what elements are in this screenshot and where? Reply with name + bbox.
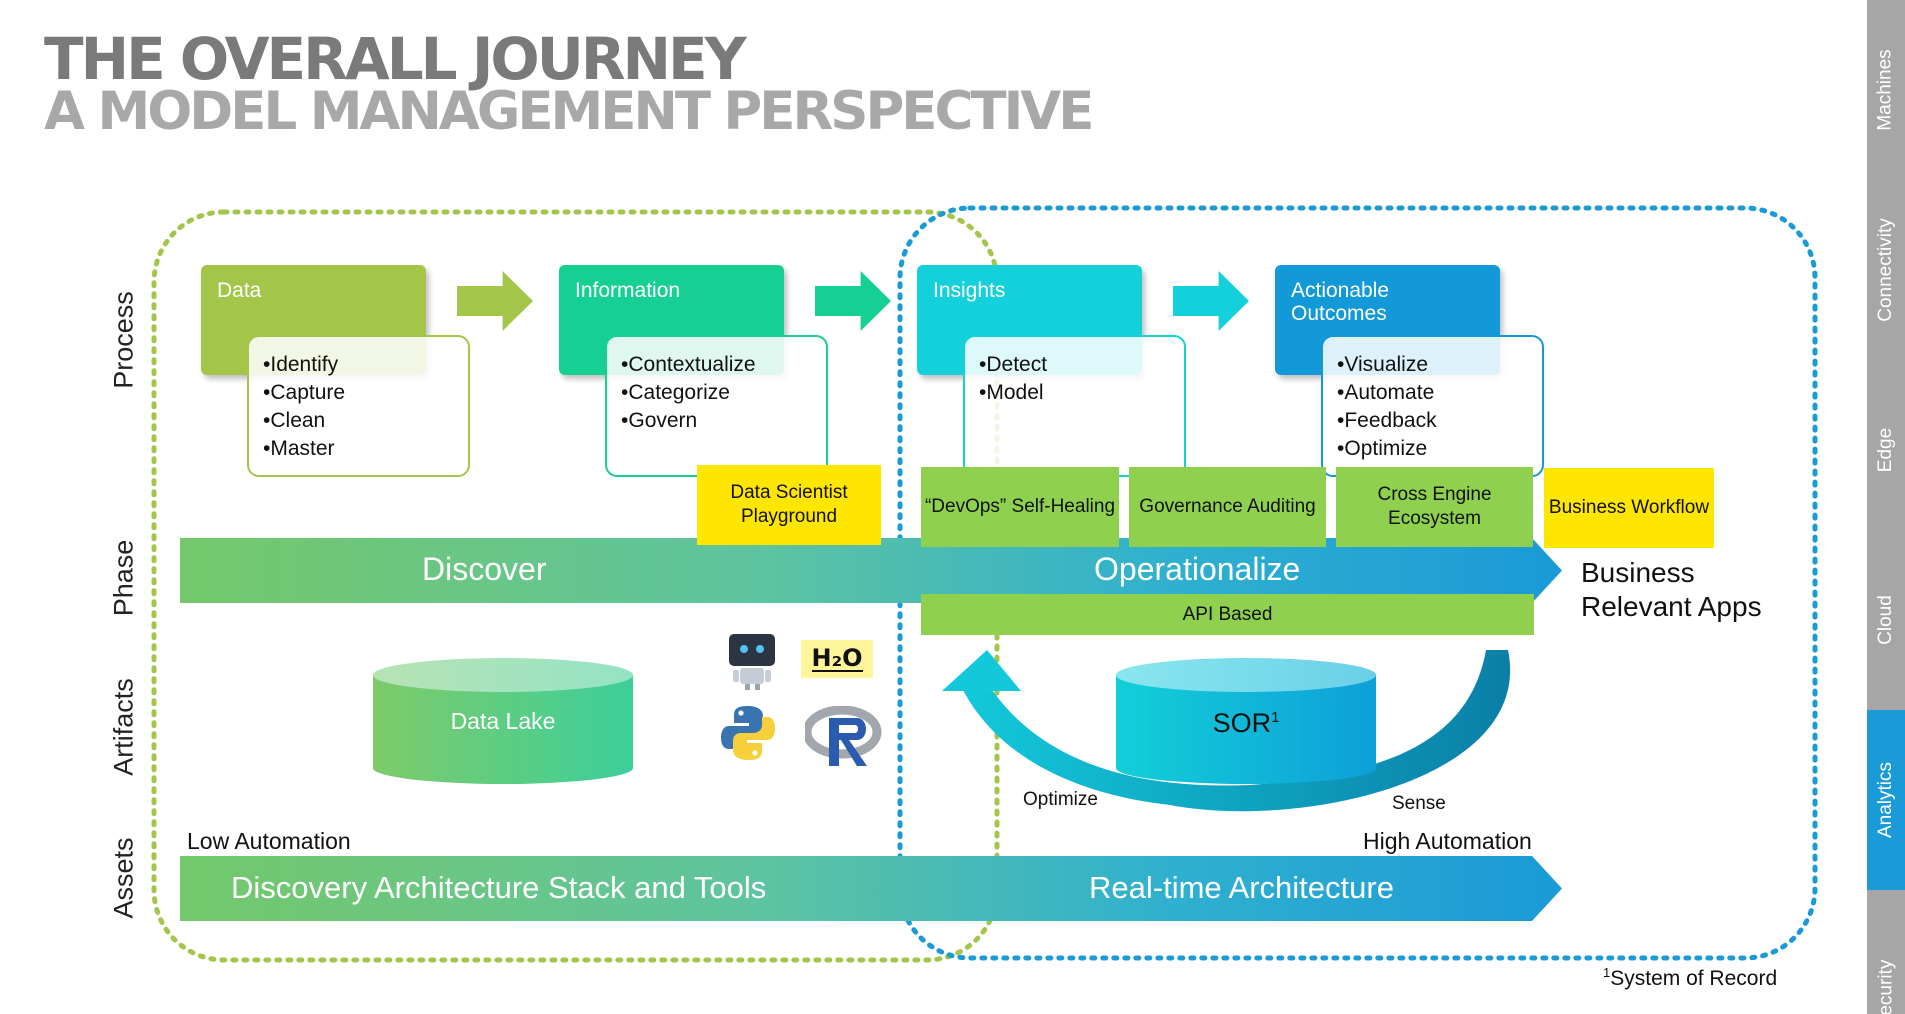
tag-data-scientist-playground: Data Scientist Playground	[697, 465, 881, 545]
list-item: Clean	[263, 407, 454, 435]
stage-insights-bullets: Detect Model	[963, 335, 1186, 477]
list-item: Master	[263, 435, 454, 463]
list-item: Contextualize	[621, 351, 812, 379]
list-item: Model	[979, 379, 1170, 407]
page-title: THE OVERALL JOURNEY	[44, 25, 747, 93]
list-item: Categorize	[621, 379, 812, 407]
list-item: Visualize	[1337, 351, 1528, 379]
data-lake-label: Data Lake	[450, 708, 556, 734]
nav-tab-cloud[interactable]: Cloud	[1875, 595, 1896, 645]
cycle-sense-label: Sense	[1392, 793, 1446, 814]
data-lake-cylinder: Data Lake	[373, 658, 633, 784]
arrow-right-icon	[815, 271, 891, 331]
phase-discover-label: Discover	[422, 551, 547, 587]
list-item: Govern	[621, 407, 812, 435]
assets-realtime-label: Real-time Architecture	[1089, 870, 1394, 905]
tag-api-based: API Based	[921, 594, 1534, 635]
low-automation-label: Low Automation	[187, 828, 351, 854]
nav-tab-connectivity[interactable]: Connectivity	[1875, 218, 1896, 322]
nav-tab-analytics[interactable]: Analytics	[1867, 710, 1905, 890]
nav-tab-machines[interactable]: Machines	[1875, 49, 1897, 131]
footnote: 1System of Record	[1603, 965, 1778, 990]
assets-discovery-label: Discovery Architecture Stack and Tools	[231, 870, 767, 905]
arrow-right-icon	[457, 271, 533, 331]
cycle-arrow-head	[942, 650, 1021, 691]
page-subtitle: A MODEL MANAGEMENT PERSPECTIVE	[44, 81, 1095, 142]
cycle-optimize-label: Optimize	[1023, 789, 1098, 810]
stage-information-bullets: Contextualize Categorize Govern	[605, 335, 828, 477]
list-item: Optimize	[1337, 435, 1528, 463]
robot-icon	[729, 634, 775, 690]
stage-actionable-outcomes-bullets: Visualize Automate Feedback Optimize	[1321, 335, 1544, 477]
high-automation-label: High Automation	[1363, 828, 1532, 854]
assets-band: Discovery Architecture Stack and Tools R…	[180, 856, 1562, 921]
list-item: Feedback	[1337, 407, 1528, 435]
phase-band: Discover Operationalize	[180, 538, 1562, 603]
stage-data-bullets: Identify Capture Clean Master	[247, 335, 470, 477]
sor-label: SOR1	[1212, 708, 1280, 738]
business-relevant-apps-label: Business Relevant Apps	[1581, 557, 1762, 622]
arrow-right-icon	[1173, 271, 1249, 331]
list-item: Capture	[263, 379, 454, 407]
list-item: Automate	[1337, 379, 1528, 407]
section-nav: Machines Connectivity Edge Cloud Analyti…	[1867, 0, 1905, 1014]
tag-business-workflow: Business Workflow	[1544, 468, 1714, 548]
nav-tab-security[interactable]: Security	[1875, 959, 1897, 1014]
h2o-logo: H₂O	[801, 640, 873, 678]
nav-tab-edge[interactable]: Edge	[1875, 427, 1896, 473]
tag-devops-self-healing: “DevOps” Self-Healing	[921, 467, 1119, 547]
list-item: Detect	[979, 351, 1170, 379]
tag-governance-auditing: Governance Auditing	[1129, 467, 1326, 547]
sor-cylinder: SOR1	[1116, 658, 1376, 784]
r-logo	[805, 706, 882, 766]
phase-operationalize-label: Operationalize	[1094, 551, 1301, 587]
list-item: Identify	[263, 351, 454, 379]
tag-cross-engine-ecosystem: Cross Engine Ecosystem	[1336, 467, 1533, 547]
python-logo	[721, 706, 775, 760]
